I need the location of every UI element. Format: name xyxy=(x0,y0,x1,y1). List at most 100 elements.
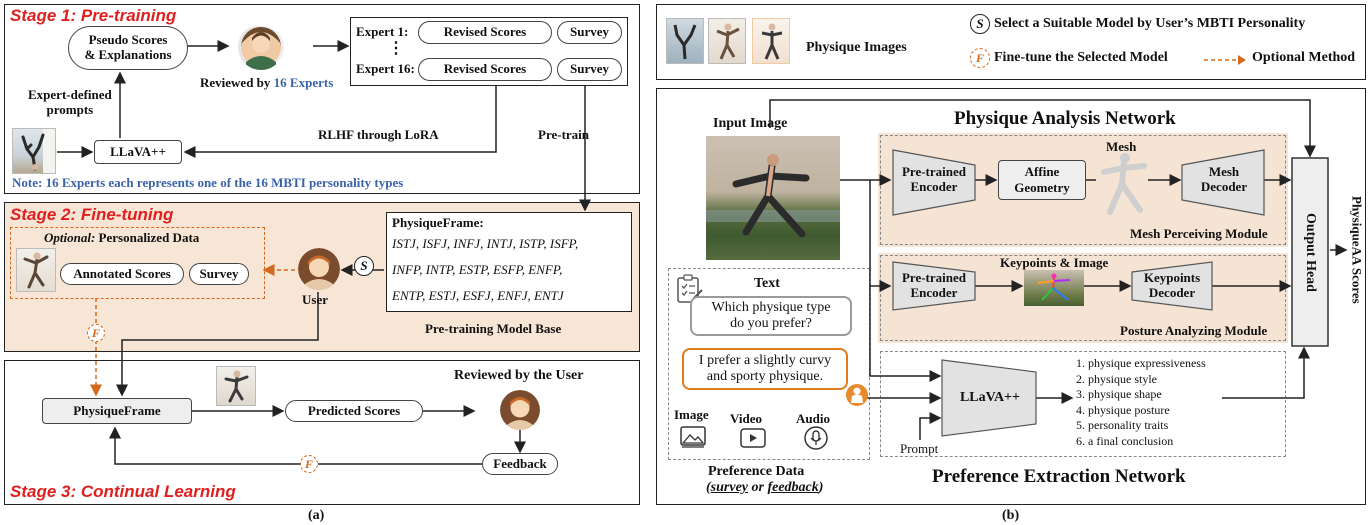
expert16-label: Expert 16: xyxy=(356,61,415,76)
answer-bubble: I prefer a slightly curvy and sporty phy… xyxy=(682,348,848,390)
s-circle-icon: S xyxy=(354,256,374,276)
stage1-title: Stage 1: Pre-training xyxy=(10,6,177,25)
user-avatar-stage2 xyxy=(298,248,340,290)
model-base-label: Pre-training Model Base xyxy=(425,321,562,336)
legend-image1 xyxy=(666,18,704,64)
posture-module-label: Posture Analyzing Module xyxy=(1120,323,1268,338)
expert-defined-prompts: Expert-defined prompts xyxy=(28,87,112,117)
physiqueframe-box xyxy=(386,212,632,312)
answer-user-icon xyxy=(846,384,868,406)
keypoint-encoder-shape xyxy=(892,261,976,311)
legend-image3 xyxy=(752,18,790,64)
extraction-title: Preference Extraction Network xyxy=(932,466,1186,487)
answer-text: I prefer a slightly curvy and sporty phy… xyxy=(698,352,832,384)
list-item: 6. a final conclusion xyxy=(1076,433,1174,448)
extraction-box xyxy=(880,351,1286,457)
optional-survey-pill: Survey xyxy=(189,263,249,285)
pretrain-label: Pre-train xyxy=(538,127,590,142)
reviewed-by-prefix: Reviewed by xyxy=(200,75,274,90)
pref-feedback: feedback xyxy=(767,480,819,495)
expert-avatar-icon xyxy=(238,26,284,70)
analysis-list: 1. physique expressiveness 2. physique s… xyxy=(1076,356,1206,449)
mesh-label: Mesh xyxy=(1106,139,1137,154)
mesh-figure-icon xyxy=(1101,153,1147,215)
optional-prefix: Optional: xyxy=(44,230,96,245)
reviewed-by-highlight: 16 Experts xyxy=(273,75,334,90)
question-text: Which physique type do you prefer? xyxy=(711,299,831,331)
legend-dashed-arrow-icon xyxy=(1204,55,1246,65)
optional-data-box xyxy=(10,227,265,299)
affine-geometry-text: Affine Geometry xyxy=(1014,164,1070,195)
media-audio-label: Audio xyxy=(796,411,830,426)
legend-physique-images: Physique Images xyxy=(806,40,907,55)
legend-s-icon: S xyxy=(970,14,990,34)
expert16-revised-scores: Revised Scores xyxy=(418,58,552,81)
dancer-thumbnail-stage3 xyxy=(216,366,256,406)
stage2-title: Stage 2: Fine-tuning xyxy=(10,205,174,224)
image-media-icon xyxy=(680,426,706,448)
pref-survey: survey xyxy=(710,480,748,495)
acrobat-figure-icon xyxy=(21,129,55,173)
legend-panel xyxy=(656,4,1366,80)
mbti-line2: INFP, INTP, ESTP, ESFP, ENFP, xyxy=(392,262,563,277)
expert-dots: ⋮ xyxy=(388,40,404,57)
physiqueframe-node: PhysiqueFrame xyxy=(42,398,192,424)
legend-optional-method: Optional Method xyxy=(1252,50,1356,65)
dancer-figure-icon xyxy=(23,252,49,289)
output-head-shape xyxy=(1291,157,1329,347)
input-image-label: Input Image xyxy=(713,116,788,131)
mesh-module-box xyxy=(880,135,1286,245)
dancer-thumbnail-a xyxy=(16,248,56,292)
stage3-panel xyxy=(4,360,640,505)
framework-panel xyxy=(656,88,1366,505)
legend-image2 xyxy=(708,18,746,64)
mesh-encoder-label: Pre-trained Encoder xyxy=(901,164,967,194)
preference-data-sub: (survey or feedback) xyxy=(706,480,823,496)
list-item: 3. physique shape xyxy=(1076,387,1162,401)
panel-a-caption: (a) xyxy=(308,508,325,523)
keypoints-image-label: Keypoints & Image xyxy=(1000,255,1109,270)
reviewed-by-experts: Reviewed by 16 Experts xyxy=(200,75,334,91)
keypoints-image xyxy=(1024,270,1084,306)
user-avatar-stage3-icon xyxy=(500,390,540,430)
stage1-note: Note: 16 Experts each represents one of … xyxy=(12,175,404,190)
mesh-encoder-shape xyxy=(892,149,976,216)
f-circle-stage3: F xyxy=(300,455,318,473)
keypoint-encoder-label: Pre-trained Encoder xyxy=(901,270,967,300)
annotated-scores-pill: Annotated Scores xyxy=(60,263,184,285)
pseudo-scores-pill: Pseudo Scores & Explanations xyxy=(68,26,188,70)
optional-data-label: Optional: Personalized Data xyxy=(44,230,200,246)
user-label-stage2: User xyxy=(302,292,328,307)
expert16-survey: Survey xyxy=(557,58,622,81)
optional-rest: Personalized Data xyxy=(95,230,200,245)
mbti-line3: ENTP, ESTJ, ESFJ, ENFJ, ENTJ xyxy=(392,288,564,303)
pref-open: ( xyxy=(706,480,711,495)
legend-dancer-icon xyxy=(716,23,740,60)
preference-data-label: Preference Data xyxy=(708,464,805,479)
acrobat-thumbnail xyxy=(12,128,56,174)
list-item: 5. personality traits xyxy=(1076,418,1169,432)
input-image xyxy=(706,136,840,260)
keypoint-decoder-label: Keypoints Decoder xyxy=(1143,270,1201,300)
scores-label: PhysiqueAA Scores xyxy=(1346,130,1366,370)
llava-shape xyxy=(941,359,1037,437)
list-item: 4. physique posture xyxy=(1076,402,1170,417)
predicted-scores-pill: Predicted Scores xyxy=(285,400,423,422)
mesh-module-label: Mesh Perceiving Module xyxy=(1130,226,1268,241)
prompt-label: Prompt xyxy=(900,441,939,456)
reviewed-by-user: Reviewed by the User xyxy=(454,368,584,383)
user-avatar-stage3 xyxy=(500,390,540,430)
legend-acrobat-icon xyxy=(673,24,697,60)
keypoint-decoder-shape xyxy=(1131,261,1213,311)
legend-f-icon: F xyxy=(970,48,990,68)
expert1-revised-scores: Revised Scores xyxy=(418,21,552,44)
mesh-decoder-label: Mesh Decoder xyxy=(1200,164,1248,194)
mbti-line1: ISTJ, ISFJ, INFJ, INTJ, ISTP, ISFP, xyxy=(392,236,579,251)
stage3-title: Stage 3: Continual Learning xyxy=(10,482,236,501)
video-media-icon xyxy=(740,428,766,448)
expert-avatar xyxy=(238,24,284,70)
user-avatar-icon xyxy=(298,248,340,290)
legend-fine-tune: Fine-tune the Selected Model xyxy=(994,50,1168,65)
